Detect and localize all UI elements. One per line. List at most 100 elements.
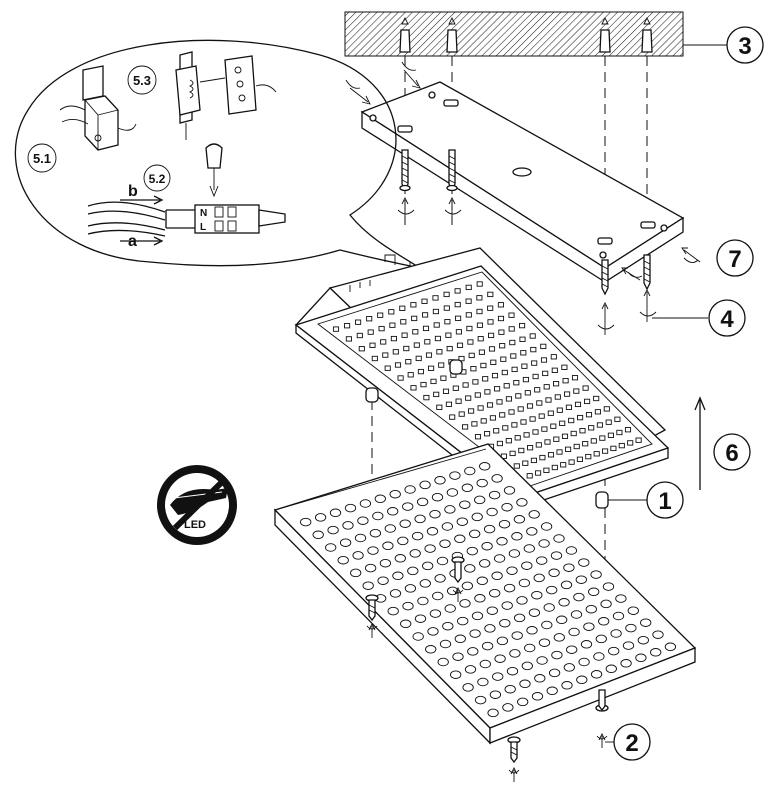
diffuser-dimple: [622, 641, 635, 650]
diffuser-dimple: [561, 681, 573, 690]
led-chip: [505, 396, 512, 402]
diffuser-dimple: [397, 536, 409, 546]
led-chip: [579, 428, 586, 434]
diffuser-dimple: [469, 629, 481, 638]
diffuser-dimple: [481, 541, 493, 551]
diffuser-dimple: [511, 532, 523, 541]
led-chip: [380, 339, 387, 345]
led-chip: [565, 446, 572, 452]
diffuser-dimple: [374, 494, 386, 504]
wall-anchors: [399, 16, 653, 53]
diffuser-dimple: [550, 551, 563, 560]
led-chip: [438, 362, 445, 368]
diffuser-dimple: [442, 621, 454, 631]
diffuser-dimple: [491, 571, 503, 581]
led-chip: [542, 370, 549, 377]
diffuser-dimple: [518, 578, 531, 588]
led-chip: [559, 420, 566, 426]
diffuser-dimple: [454, 534, 466, 544]
led-chip: [455, 398, 462, 404]
led-chip: [530, 457, 537, 464]
led-chip: [345, 336, 352, 342]
led-chip: [509, 450, 516, 457]
callout-leaders: [605, 44, 728, 743]
diffuser-dimple: [534, 674, 546, 683]
diffuser-dimple: [608, 646, 620, 656]
led-chip: [454, 301, 461, 308]
diffuser-dimple: [546, 686, 558, 696]
led-chip: [476, 281, 483, 287]
led-chip: [422, 325, 430, 332]
led-chip: [624, 427, 632, 433]
diffuser-dimple: [459, 500, 471, 509]
diffuser-dimple: [364, 563, 377, 573]
led-chip: [570, 430, 577, 437]
led-chip: [389, 322, 396, 328]
led-chip: [428, 365, 435, 371]
diffuser-dimple: [521, 561, 533, 570]
led-chip: [462, 424, 469, 430]
terminal-strip: [87, 201, 286, 237]
led-grid: [332, 281, 642, 479]
led-chip: [510, 353, 517, 359]
diffuser-dimple: [409, 549, 421, 558]
led-chip: [584, 398, 591, 405]
diffuser-dimple: [551, 650, 563, 660]
led-chip: [480, 362, 487, 369]
cover-screws: [365, 556, 609, 782]
led-chip: [508, 409, 515, 415]
diffuser-dimple: [563, 663, 575, 672]
led-chip: [425, 352, 433, 358]
led-chip: [554, 394, 561, 400]
led-chip: [511, 366, 518, 373]
led-chip: [519, 336, 526, 342]
led-chip: [515, 393, 522, 399]
led-chip: [594, 409, 601, 415]
led-chip: [551, 367, 558, 373]
led-chip: [366, 316, 373, 322]
led-chip: [420, 381, 427, 388]
diffuser-dimple: [369, 528, 382, 538]
led-chip: [561, 364, 568, 370]
led-chip: [392, 349, 399, 355]
diffuser-dimple: [548, 668, 561, 678]
led-chip: [585, 412, 593, 418]
diffuser-dimple: [461, 581, 474, 591]
led-chip: [571, 375, 579, 381]
diffuser-dimple: [486, 507, 498, 517]
diffuser-dimple: [422, 561, 434, 571]
led-chip: [432, 308, 439, 315]
led-chip: [422, 312, 429, 318]
led-chip: [397, 375, 404, 381]
led-chip: [593, 395, 600, 402]
led-chip: [541, 426, 548, 432]
diffuser-dimple: [377, 576, 389, 585]
led-chip: [388, 309, 395, 315]
diffuser-dimple: [476, 478, 488, 488]
led-chip: [405, 359, 412, 365]
diffuser-dimple: [362, 581, 374, 590]
led-chip: [403, 345, 410, 352]
led-chip: [496, 399, 503, 405]
terminal-l-label: L: [200, 222, 206, 233]
led-chip: [520, 350, 527, 356]
led-chip: [565, 404, 572, 410]
ceiling-screws: [399, 149, 651, 296]
diffuser-dimple: [464, 564, 476, 573]
led-chip: [471, 421, 478, 427]
wiring-detail-bubble: [14, 39, 421, 269]
diffuser-dimple: [432, 591, 444, 601]
led-chip: [433, 322, 440, 328]
diffuser-dimple: [563, 563, 575, 572]
diffuser-dimple: [565, 546, 578, 555]
diffuser-dimple: [600, 599, 612, 609]
diffuser-dimple: [538, 539, 550, 548]
diffuser-dimple: [598, 617, 610, 626]
led-chip: [500, 356, 507, 362]
led-chip: [560, 462, 567, 468]
led-chip: [499, 343, 506, 349]
diffuser-dimple: [496, 636, 509, 646]
diffuser-dimple: [605, 664, 617, 674]
diffuser-dimple: [344, 503, 357, 513]
